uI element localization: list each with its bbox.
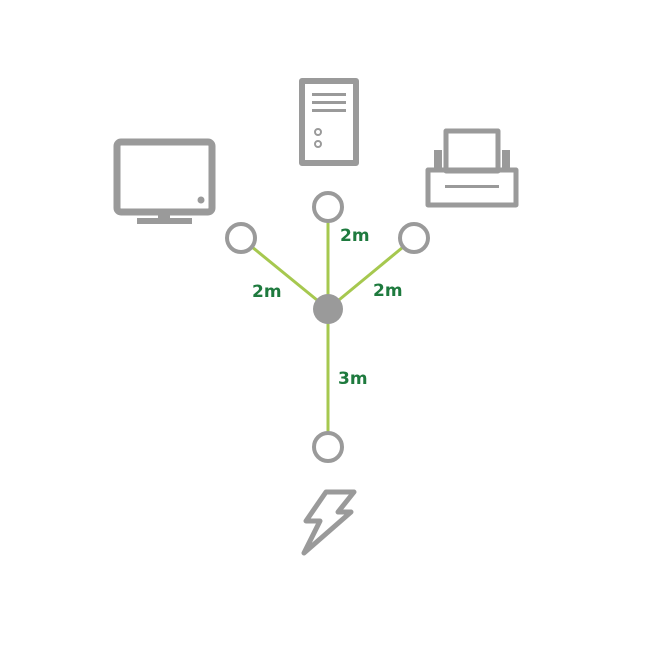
lightning-bolt-icon [301, 489, 357, 556]
monitor-cable-length: 2m [252, 282, 282, 302]
computer-cable-length: 2m [340, 226, 370, 246]
printer-icon [425, 128, 519, 208]
power-cable-length: 3m [338, 369, 368, 389]
central-hub [313, 294, 343, 324]
monitor-port [225, 222, 257, 254]
power-port [312, 431, 344, 463]
cable-to-monitor [239, 236, 330, 311]
desktop-tower-icon [299, 78, 359, 166]
computer-port [312, 191, 344, 223]
monitor-icon [113, 138, 216, 224]
printer-port [398, 222, 430, 254]
printer-cable-length: 2m [373, 281, 403, 301]
cable-to-printer [326, 236, 416, 311]
